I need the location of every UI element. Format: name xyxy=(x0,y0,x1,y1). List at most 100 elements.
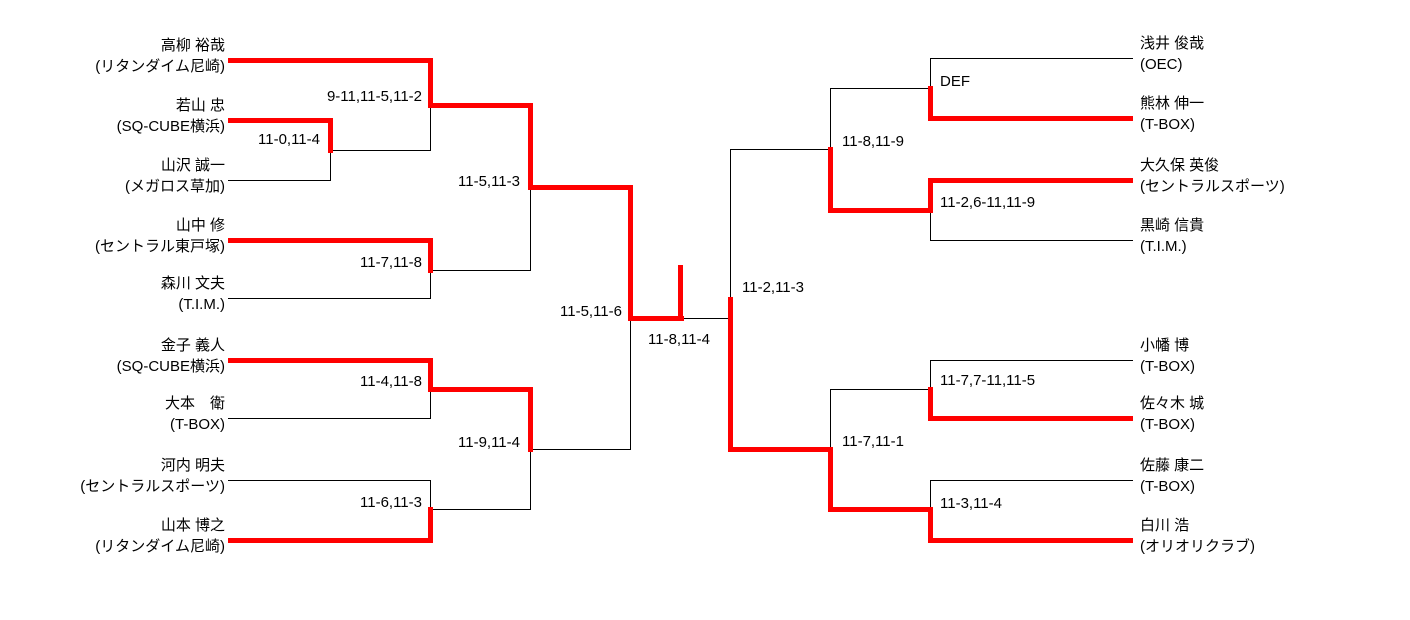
player-right-8: 白川 浩 (オリオリクラブ) xyxy=(1140,515,1255,557)
winner-line xyxy=(628,185,633,321)
player-club: (セントラル東戸塚) xyxy=(95,238,225,255)
player-right-2: 熊林 伸一 (T-BOX) xyxy=(1140,93,1204,135)
bracket-line xyxy=(730,149,731,299)
bracket-line xyxy=(930,480,1133,481)
player-right-7: 佐藤 康二 (T-BOX) xyxy=(1140,455,1204,497)
player-left-6: 金子 義人 (SQ-CUBE横浜) xyxy=(117,335,225,377)
winner-line xyxy=(428,387,532,392)
player-left-7: 大本 衛 (T-BOX) xyxy=(165,393,225,435)
winner-line xyxy=(528,387,533,452)
winner-line xyxy=(928,178,1133,183)
match-score: 11-2,6-11,11-9 xyxy=(940,194,1036,211)
player-name: 白川 浩 xyxy=(1140,517,1190,534)
winner-line xyxy=(828,507,932,512)
player-club: (SQ-CUBE横浜) xyxy=(116,358,225,375)
player-name: 小幡 博 xyxy=(1140,337,1190,354)
match-score: 11-0,11-4 xyxy=(258,131,320,148)
player-right-3: 大久保 英俊 (セントラルスポーツ) xyxy=(1140,155,1285,197)
player-club: (オリオリクラブ) xyxy=(1140,538,1255,555)
bracket-line xyxy=(228,480,430,481)
player-name: 若山 忠 xyxy=(175,97,225,114)
player-left-2: 若山 忠 (SQ-CUBE横浜) xyxy=(117,95,225,137)
player-left-3: 山沢 誠一 (メガロス草加) xyxy=(125,155,225,197)
winner-line xyxy=(928,507,933,543)
match-score: 11-5,11-3 xyxy=(458,173,520,190)
player-name: 山中 修 xyxy=(175,217,225,234)
winner-line xyxy=(828,447,833,512)
player-club: (リタンダイム尼崎) xyxy=(95,58,225,75)
bracket-line xyxy=(730,149,830,150)
winner-line xyxy=(528,103,533,190)
winner-line xyxy=(928,416,1133,421)
match-score: 11-8,11-9 xyxy=(842,133,904,150)
match-score: DEF xyxy=(940,73,970,90)
winner-line xyxy=(728,297,733,451)
bracket-line xyxy=(930,240,1133,241)
bracket-line xyxy=(430,270,530,271)
player-name: 森川 文夫 xyxy=(160,275,225,292)
winner-line xyxy=(428,507,433,543)
match-score: 11-6,11-3 xyxy=(360,494,422,511)
match-score: 11-7,11-1 xyxy=(842,433,904,450)
player-name: 佐藤 康二 xyxy=(1140,457,1205,474)
player-club: (T-BOX) xyxy=(1140,416,1195,433)
bracket-line xyxy=(830,389,831,450)
match-score: 11-9,11-4 xyxy=(458,434,520,451)
champion-line xyxy=(678,265,683,321)
bracket-line xyxy=(930,360,1133,361)
player-right-1: 浅井 俊哉 (OEC) xyxy=(1140,33,1204,75)
bracket-line xyxy=(330,150,430,151)
player-name: 高柳 裕哉 xyxy=(160,37,225,54)
match-score: 11-5,11-6 xyxy=(560,303,622,320)
player-club: (T.I.M.) xyxy=(1140,238,1187,255)
player-club: (T-BOX) xyxy=(1140,358,1195,375)
player-club: (T-BOX) xyxy=(1140,478,1195,495)
winner-line xyxy=(428,103,532,108)
winner-line xyxy=(928,178,933,213)
player-left-8: 河内 明夫 (セントラルスポーツ) xyxy=(80,455,225,497)
winner-line xyxy=(228,238,432,243)
player-club: (T.I.M.) xyxy=(178,296,225,313)
player-club: (セントラルスポーツ) xyxy=(1140,178,1285,195)
player-club: (SQ-CUBE横浜) xyxy=(116,118,225,135)
winner-line xyxy=(428,358,433,392)
bracket-line xyxy=(530,449,630,450)
winner-line xyxy=(928,538,1133,543)
player-club: (メガロス草加) xyxy=(125,178,225,195)
player-name: 金子 義人 xyxy=(160,337,225,354)
winner-line xyxy=(228,118,332,123)
player-club: (リタンダイム尼崎) xyxy=(95,538,225,555)
bracket-line xyxy=(228,298,430,299)
winner-line xyxy=(528,185,632,190)
winner-line xyxy=(428,238,433,273)
player-name: 大久保 英俊 xyxy=(1140,157,1220,174)
bracket-line xyxy=(228,180,330,181)
player-left-9: 山本 博之 (リタンダイム尼崎) xyxy=(95,515,225,557)
winner-line xyxy=(928,116,1133,121)
player-name: 河内 明夫 xyxy=(160,457,225,474)
bracket-line xyxy=(682,318,730,319)
winner-line xyxy=(228,58,432,63)
player-club: (OEC) xyxy=(1140,56,1183,73)
winner-line xyxy=(728,447,832,452)
winner-line xyxy=(628,316,684,321)
bracket-line xyxy=(930,58,1133,59)
winner-line xyxy=(828,147,833,213)
grand-final-score: 11-8,11-4 xyxy=(648,331,710,348)
winner-line xyxy=(828,208,932,213)
match-score: 9-11,11-5,11-2 xyxy=(326,88,422,105)
player-club: (セントラルスポーツ) xyxy=(80,478,225,495)
player-right-6: 佐々木 城 (T-BOX) xyxy=(1140,393,1204,435)
match-score: 11-2,11-3 xyxy=(742,279,804,296)
winner-line xyxy=(328,118,333,153)
player-name: 浅井 俊哉 xyxy=(1140,35,1205,52)
match-score: 11-7,7-11,11-5 xyxy=(940,372,1036,389)
match-score: 11-3,11-4 xyxy=(940,495,1002,512)
player-club: (T-BOX) xyxy=(1140,116,1195,133)
player-name: 山沢 誠一 xyxy=(160,157,225,174)
player-club: (T-BOX) xyxy=(170,416,225,433)
player-left-5: 森川 文夫 (T.I.M.) xyxy=(161,273,225,315)
bracket-line xyxy=(830,88,930,89)
player-right-4: 黒崎 信貴 (T.I.M.) xyxy=(1140,215,1204,257)
bracket-line xyxy=(430,509,530,510)
